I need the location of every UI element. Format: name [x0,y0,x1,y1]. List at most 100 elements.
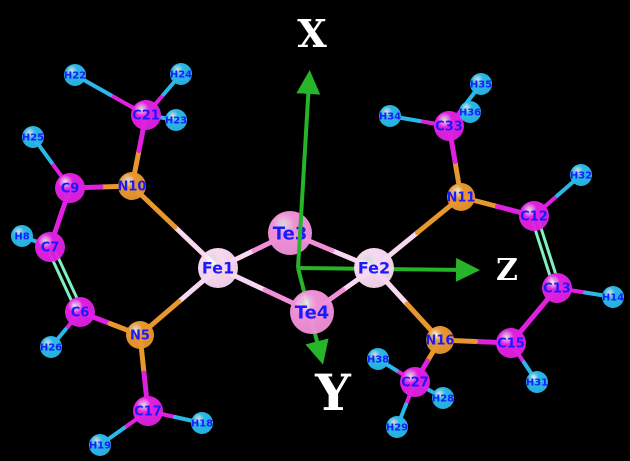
atom-label-h35: H35 [470,80,492,91]
atom-h8: H8 [11,225,33,247]
atom-n11-sphere [447,183,475,211]
atom-h31: H31 [526,371,548,393]
atom-te4: Te4 [290,290,334,334]
atom-h19: H19 [89,434,111,456]
atom-label-c15: C15 [497,337,525,352]
atom-h38: H38 [367,348,389,370]
atom-n11: N11 [447,183,475,211]
atom-fe1: Fe1 [198,248,238,288]
atom-h28-sphere [432,387,454,409]
atom-n10-sphere [118,172,146,200]
atom-h38-sphere [367,348,389,370]
atom-label-h26: H26 [40,343,62,354]
atom-label-n10: N10 [118,180,147,195]
atom-label-c9: C9 [61,182,80,197]
atom-c6-sphere [65,297,95,327]
atom-h23: H23 [165,109,187,131]
atom-label-h32: H32 [570,171,592,182]
atom-c21-sphere [131,100,161,130]
atom-c9-sphere [55,173,85,203]
atom-h25-sphere [22,126,44,148]
atom-h29: H29 [386,416,408,438]
atom-c6: C6 [65,297,95,327]
atom-te3: Te3 [268,211,312,255]
atom-te4-sphere [290,290,334,334]
atom-label-c33: C33 [435,120,463,135]
atom-c33-sphere [434,111,464,141]
atom-n16-sphere [426,326,454,354]
atom-label-h14: H14 [602,293,624,304]
atom-h22-sphere [64,64,86,86]
atom-c13-sphere [542,273,572,303]
atom-h32: H32 [570,164,592,186]
atom-label-te4: Te4 [295,302,330,323]
atom-n10: N10 [118,172,147,200]
x-axis-arrow [296,70,321,269]
atom-h24-sphere [170,63,192,85]
atom-label-h22: H22 [64,71,86,82]
atom-fe2-sphere [354,248,394,288]
atom-c15-sphere [496,328,526,358]
atom-label-h28: H28 [432,394,454,405]
atom-c7: C7 [35,232,65,262]
atom-h23-sphere [165,109,187,131]
atom-label-fe2: Fe2 [358,259,390,278]
atom-h31-sphere [526,371,548,393]
atom-label-c27: C27 [401,376,429,391]
atom-label-h38: H38 [367,355,389,366]
atom-h34: H34 [379,105,401,127]
atoms-back-layer: Te3 [268,211,312,255]
atom-h22: H22 [64,64,86,86]
axis-labels-layer: X Y Z [297,11,518,422]
z-axis-label: Z [496,253,518,288]
atom-h25: H25 [22,126,44,148]
atom-h35: H35 [470,73,492,95]
atom-label-c17: C17 [134,405,162,420]
atom-h14: H14 [602,286,624,308]
atom-c12-sphere [519,201,549,231]
atom-label-c21: C21 [132,109,160,124]
atom-label-n16: N16 [426,334,455,349]
atom-fe1-sphere [198,248,238,288]
atom-h36-sphere [459,101,481,123]
atom-c9: C9 [55,173,85,203]
y-axis-label: Y [314,363,352,422]
atom-h18-sphere [191,412,213,434]
atom-label-h19: H19 [89,441,111,452]
atom-h36: H36 [459,101,481,123]
atom-n5: N5 [126,321,154,349]
atom-h19-sphere [89,434,111,456]
atom-label-fe1: Fe1 [202,259,234,278]
atom-c17-sphere [133,396,163,426]
atom-label-h36: H36 [459,108,481,119]
atom-c13: C13 [542,273,572,303]
atom-h8-sphere [11,225,33,247]
atom-c33: C33 [434,111,464,141]
atom-label-h34: H34 [379,112,401,123]
atom-c17: C17 [133,396,163,426]
atom-fe2: Fe2 [354,248,394,288]
atom-c27: C27 [400,367,430,397]
atom-c21: C21 [131,100,161,130]
atom-n16: N16 [426,326,455,354]
atom-label-h24: H24 [170,70,192,81]
atom-h26-sphere [40,336,62,358]
atom-h35-sphere [470,73,492,95]
atom-c15: C15 [496,328,526,358]
atom-h18: H18 [191,412,213,434]
atom-h32-sphere [570,164,592,186]
atom-h28: H28 [432,387,454,409]
atom-h34-sphere [379,105,401,127]
atom-h24: H24 [170,63,192,85]
atom-h14-sphere [602,286,624,308]
atom-label-n5: N5 [130,329,150,344]
atom-label-h31: H31 [526,378,548,389]
atom-label-c6: C6 [71,306,90,321]
atom-label-h8: H8 [14,232,29,243]
atom-label-h23: H23 [165,116,187,127]
atom-label-c7: C7 [41,241,60,256]
atom-label-c13: C13 [543,282,571,297]
atom-h26: H26 [40,336,62,358]
